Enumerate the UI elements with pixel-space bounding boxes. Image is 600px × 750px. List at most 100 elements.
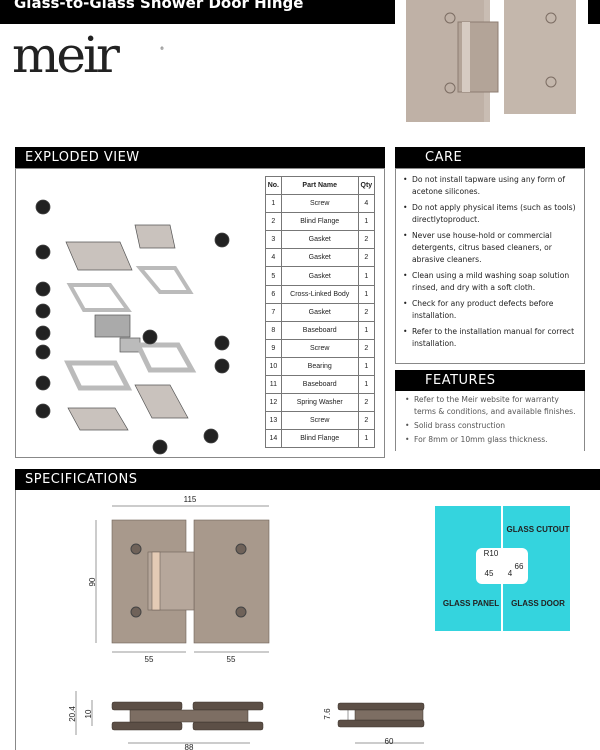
parts-cell: 2	[357, 302, 376, 322]
glass-panel-label: GLASS PANEL	[443, 599, 499, 608]
parts-cell: Screw	[280, 411, 359, 431]
callout-6: 6	[41, 347, 46, 356]
cutout-height: 66	[515, 562, 524, 571]
parts-cell: 12	[265, 393, 282, 413]
bullet-item: Refer to the Meir website for warranty t…	[402, 394, 578, 418]
callout-12: 12	[218, 338, 227, 347]
bullet-item: For 8mm or 10mm glass thickness.	[402, 434, 578, 446]
parts-cell: 10	[265, 356, 282, 377]
callout-13: 13	[218, 361, 227, 370]
cutout-radius: R10	[484, 549, 499, 558]
callout-3: 3	[41, 284, 46, 293]
parts-cell: Baseboard	[280, 320, 359, 340]
parts-cell: 5	[265, 266, 282, 286]
parts-cell: 1	[357, 429, 376, 449]
parts-cell: Gasket	[280, 248, 359, 268]
parts-cell: Gasket	[280, 230, 359, 250]
callout-14: 14	[218, 235, 227, 244]
parts-cell: 1	[357, 266, 376, 286]
bullet-item: Solid brass construction	[402, 420, 578, 432]
glass-door-label: GLASS DOOR	[511, 599, 565, 608]
features-panel: Refer to the Meir website for warranty t…	[395, 391, 585, 451]
bullet-item: Check for any product defects before ins…	[400, 298, 580, 322]
callout-9: 9	[158, 442, 163, 451]
parts-cell: 2	[357, 230, 376, 250]
parts-cell: Screw	[280, 338, 359, 358]
meir-logo: meir	[12, 26, 120, 84]
bullet-item: Clean using a mild washing soap solution…	[400, 270, 580, 294]
parts-cell: 14	[265, 429, 282, 449]
parts-cell: 6	[265, 284, 282, 304]
parts-cell: 1	[357, 320, 376, 340]
care-heading: CARE	[395, 147, 585, 168]
parts-cell: 4	[357, 194, 376, 214]
dim-depth: 20.4	[68, 706, 77, 722]
parts-cell: Screw	[280, 194, 359, 214]
callout-7: 7	[41, 378, 46, 387]
parts-cell: 1	[357, 356, 376, 377]
parts-cell: Gasket	[280, 302, 359, 322]
glass-cutout-label: GLASS CUTOUT	[507, 525, 570, 534]
callout-4: 4	[41, 306, 46, 315]
parts-cell: Blind Flange	[280, 429, 359, 449]
dim-glass2: 7.6	[323, 708, 332, 720]
page-title: Glass-to-Glass Shower Door Hinge	[14, 0, 304, 12]
parts-cell: Blind Flange	[280, 212, 359, 232]
specifications-heading: SPECIFICATIONS	[15, 469, 600, 490]
dim-right: 55	[227, 655, 236, 664]
parts-cell: 13	[265, 411, 282, 431]
parts-cell: Bearing	[280, 356, 359, 377]
callout-10: 10	[146, 332, 155, 341]
exploded-view-panel	[15, 168, 385, 458]
parts-cell: 4	[265, 248, 282, 268]
page-title-bar: Glass-to-Glass Shower Door Hinge	[0, 0, 395, 24]
callout-8: 8	[41, 406, 46, 415]
dim-width: 115	[184, 495, 197, 504]
dim-height: 90	[88, 577, 97, 586]
exploded-view-heading: EXPLODED VIEW	[15, 147, 385, 168]
bullet-item: Do not install tapware using any form of…	[400, 174, 580, 198]
callouts	[35, 199, 230, 455]
dim-length: 88	[185, 743, 194, 750]
parts-cell: Spring Washer	[280, 393, 359, 413]
parts-cell: 2	[357, 248, 376, 268]
bullet-item: Do not apply physical items (such as too…	[400, 202, 580, 226]
parts-cell: 2	[265, 212, 282, 232]
parts-cell: 7	[265, 302, 282, 322]
bullet-item: Refer to the installation manual for cor…	[400, 326, 580, 350]
features-heading: FEATURES	[395, 370, 585, 391]
parts-cell: 8	[265, 320, 282, 340]
parts-cell: 1	[357, 212, 376, 232]
callout-2: 2	[41, 247, 46, 256]
parts-cell: 2	[357, 338, 376, 358]
parts-cell: 1	[357, 284, 376, 304]
parts-cell: Gasket	[280, 266, 359, 286]
parts-cell: 1	[265, 194, 282, 214]
parts-cell: 3	[265, 230, 282, 250]
callout-5: 5	[41, 328, 46, 337]
callout-1: 1	[41, 202, 46, 211]
product-image	[406, 0, 576, 122]
bullet-item: Never use house-hold or commercial deter…	[400, 230, 580, 266]
cutout-width: 45	[485, 569, 494, 578]
parts-cell: 2	[357, 411, 376, 431]
care-panel: Do not install tapware using any form of…	[395, 168, 585, 364]
callout-11: 11	[207, 431, 216, 440]
cutout-gap: 4	[508, 569, 513, 578]
dim-glass: 10	[84, 709, 93, 718]
